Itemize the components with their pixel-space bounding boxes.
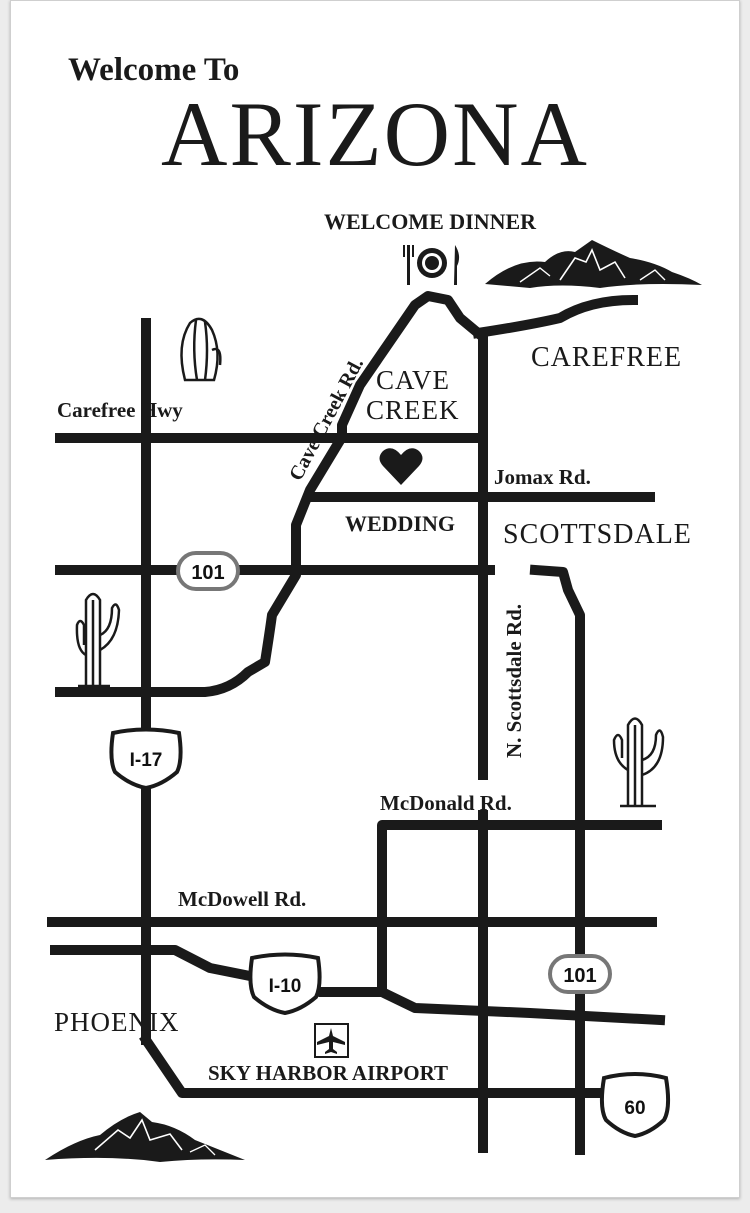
saguaro-cactus-west-icon	[75, 592, 121, 688]
mcdowell-rd-label: McDowell Rd.	[178, 887, 306, 911]
loop101-east-road	[529, 564, 585, 1155]
loop101-east-shield: 101	[548, 954, 612, 994]
mountain-southwest-icon	[45, 1112, 245, 1162]
creek-label: CREEK	[366, 395, 460, 425]
cave-label: CAVE	[376, 365, 450, 395]
welcome-title: Welcome To	[68, 52, 239, 88]
wedding-label: WEDDING	[345, 511, 455, 536]
mountain-northeast-icon	[485, 240, 702, 288]
carefree-label: CAREFREE	[531, 342, 682, 373]
svg-text:101: 101	[563, 965, 596, 987]
i17-shield: I-17	[109, 727, 183, 791]
svg-text:I-10: I-10	[269, 976, 302, 997]
barrel-cactus-icon	[180, 317, 222, 382]
svg-text:101: 101	[191, 562, 224, 584]
map-card	[10, 0, 740, 1198]
airplane-icon	[314, 1023, 349, 1058]
n-scottsdale-rd-label: N. Scottsdale Rd.	[502, 604, 526, 758]
mcdonald-rd-label: McDonald Rd.	[380, 791, 512, 815]
phoenix-label: PHOENIX	[54, 1007, 180, 1037]
carefree-hwy-label: Carefree Hwy	[57, 398, 183, 422]
mcdonald-road	[377, 820, 662, 990]
carefree-east-road	[472, 294, 639, 339]
i10-shield: I-10	[248, 952, 322, 1016]
us60-shield: 60	[599, 1072, 671, 1139]
saguaro-cactus-east-icon	[612, 717, 665, 808]
jomax-rd-label: Jomax Rd.	[494, 465, 591, 489]
cave-creek-road	[55, 291, 486, 697]
plate-fork-knife-icon	[403, 245, 460, 285]
heart-icon	[379, 448, 423, 485]
i10-road	[50, 945, 666, 1026]
state-title: ARIZONA	[161, 83, 589, 185]
svg-text:I-17: I-17	[130, 750, 163, 771]
scottsdale-label: SCOTTSDALE	[503, 519, 692, 550]
loop101-west-shield: 101	[176, 551, 240, 591]
airport-label: SKY HARBOR AIRPORT	[208, 1061, 448, 1085]
svg-text:60: 60	[624, 1098, 645, 1119]
welcome-dinner-label: WELCOME DINNER	[324, 209, 537, 234]
road-network	[47, 291, 666, 1155]
